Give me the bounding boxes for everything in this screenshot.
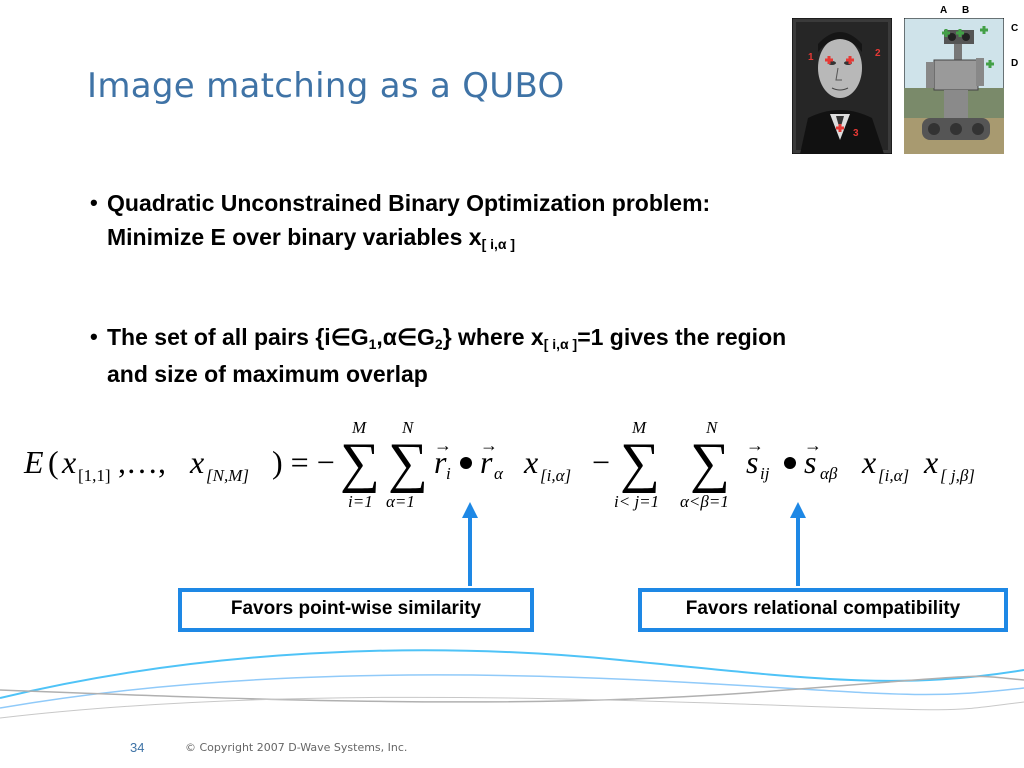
face-marker-1 bbox=[825, 56, 833, 64]
svg-text:[i,α]: [i,α] bbox=[540, 466, 571, 485]
svg-text:[N,M]: [N,M] bbox=[206, 466, 249, 485]
svg-text:ij: ij bbox=[760, 464, 770, 483]
svg-text:s: s bbox=[804, 444, 816, 480]
svg-text:(: ( bbox=[48, 444, 59, 480]
bullet-dot: • bbox=[90, 190, 98, 215]
bullet-1-line2: Minimize E over binary variables x[ i,α … bbox=[107, 224, 516, 252]
callout-relational-compatibility: Favors relational compatibility bbox=[638, 588, 1008, 632]
svg-text:x: x bbox=[923, 444, 938, 480]
svg-text:M: M bbox=[631, 418, 647, 437]
robot-label-c: C bbox=[1011, 23, 1019, 34]
svg-text:−: − bbox=[592, 444, 610, 480]
svg-text:i: i bbox=[446, 464, 451, 483]
svg-text:x: x bbox=[861, 444, 876, 480]
svg-text:αβ: αβ bbox=[820, 464, 838, 483]
face-label-3: 3 bbox=[853, 128, 859, 139]
svg-text:x: x bbox=[189, 444, 204, 480]
svg-text:) = −: ) = − bbox=[272, 444, 335, 480]
svg-text:r: r bbox=[480, 444, 493, 480]
decorative-waves bbox=[0, 649, 1024, 719]
svg-text:x: x bbox=[61, 444, 76, 480]
svg-text:α<β=1: α<β=1 bbox=[680, 492, 729, 511]
eq-E: E bbox=[23, 444, 44, 480]
svg-text:x: x bbox=[523, 444, 538, 480]
robot-label-d: D bbox=[1011, 58, 1019, 69]
svg-text:→: → bbox=[804, 435, 822, 455]
svg-text:[ j,β]: [ j,β] bbox=[940, 466, 975, 485]
bullet-2-line2: and size of maximum overlap bbox=[107, 361, 428, 387]
sum-symbol: ∑ bbox=[388, 432, 428, 494]
svg-text:i< j=1: i< j=1 bbox=[614, 492, 659, 511]
svg-text:s: s bbox=[746, 444, 758, 480]
svg-text:M: M bbox=[351, 418, 367, 437]
svg-text:[1,1]: [1,1] bbox=[78, 466, 111, 485]
face-photo bbox=[792, 18, 892, 154]
qubo-energy-equation: E ( x [1,1] ,…, x [N,M] ) = − M ∑ i=1 N … bbox=[23, 418, 975, 511]
bullet-qubo-definition: • Quadratic Unconstrained Binary Optimiz… bbox=[90, 186, 910, 257]
svg-text:[i,α]: [i,α] bbox=[878, 466, 909, 485]
svg-text:α=1: α=1 bbox=[386, 492, 415, 511]
slide-title: Image matching as a QUBO bbox=[87, 66, 565, 106]
svg-text:α: α bbox=[494, 464, 504, 483]
svg-text:r: r bbox=[434, 444, 447, 480]
face-label-1: 1 bbox=[808, 52, 814, 63]
svg-text:→: → bbox=[434, 435, 452, 455]
bullet-1-line1: Quadratic Unconstrained Binary Optimizat… bbox=[107, 190, 711, 216]
svg-text:i=1: i=1 bbox=[348, 492, 373, 511]
face-marker-3 bbox=[836, 124, 844, 132]
face-marker-2 bbox=[846, 56, 854, 64]
robot-label-b: B bbox=[962, 5, 970, 16]
svg-text:N: N bbox=[705, 418, 719, 437]
svg-text:→: → bbox=[480, 435, 498, 455]
svg-text:,…,: ,…, bbox=[118, 444, 166, 480]
callout-pointwise-similarity: Favors point-wise similarity bbox=[178, 588, 534, 632]
sum-symbol: ∑ bbox=[620, 432, 660, 494]
robot-photo bbox=[904, 18, 1004, 154]
bullet-dot: • bbox=[90, 324, 98, 349]
copyright-notice: © Copyright 2007 D-Wave Systems, Inc. bbox=[185, 741, 408, 754]
sum-symbol: ∑ bbox=[340, 432, 380, 494]
robot-label-a: A bbox=[940, 5, 948, 16]
svg-text:N: N bbox=[401, 418, 415, 437]
bullet-maximum-overlap: • The set of all pairs {i∈G1,α∈G2} where… bbox=[90, 320, 970, 391]
page-number: 34 bbox=[130, 740, 145, 755]
svg-text:→: → bbox=[746, 435, 764, 455]
face-label-2: 2 bbox=[875, 48, 881, 59]
sum-symbol: ∑ bbox=[690, 432, 730, 494]
bullet-2-line1: The set of all pairs {i∈G1,α∈G2} where x… bbox=[107, 324, 787, 352]
